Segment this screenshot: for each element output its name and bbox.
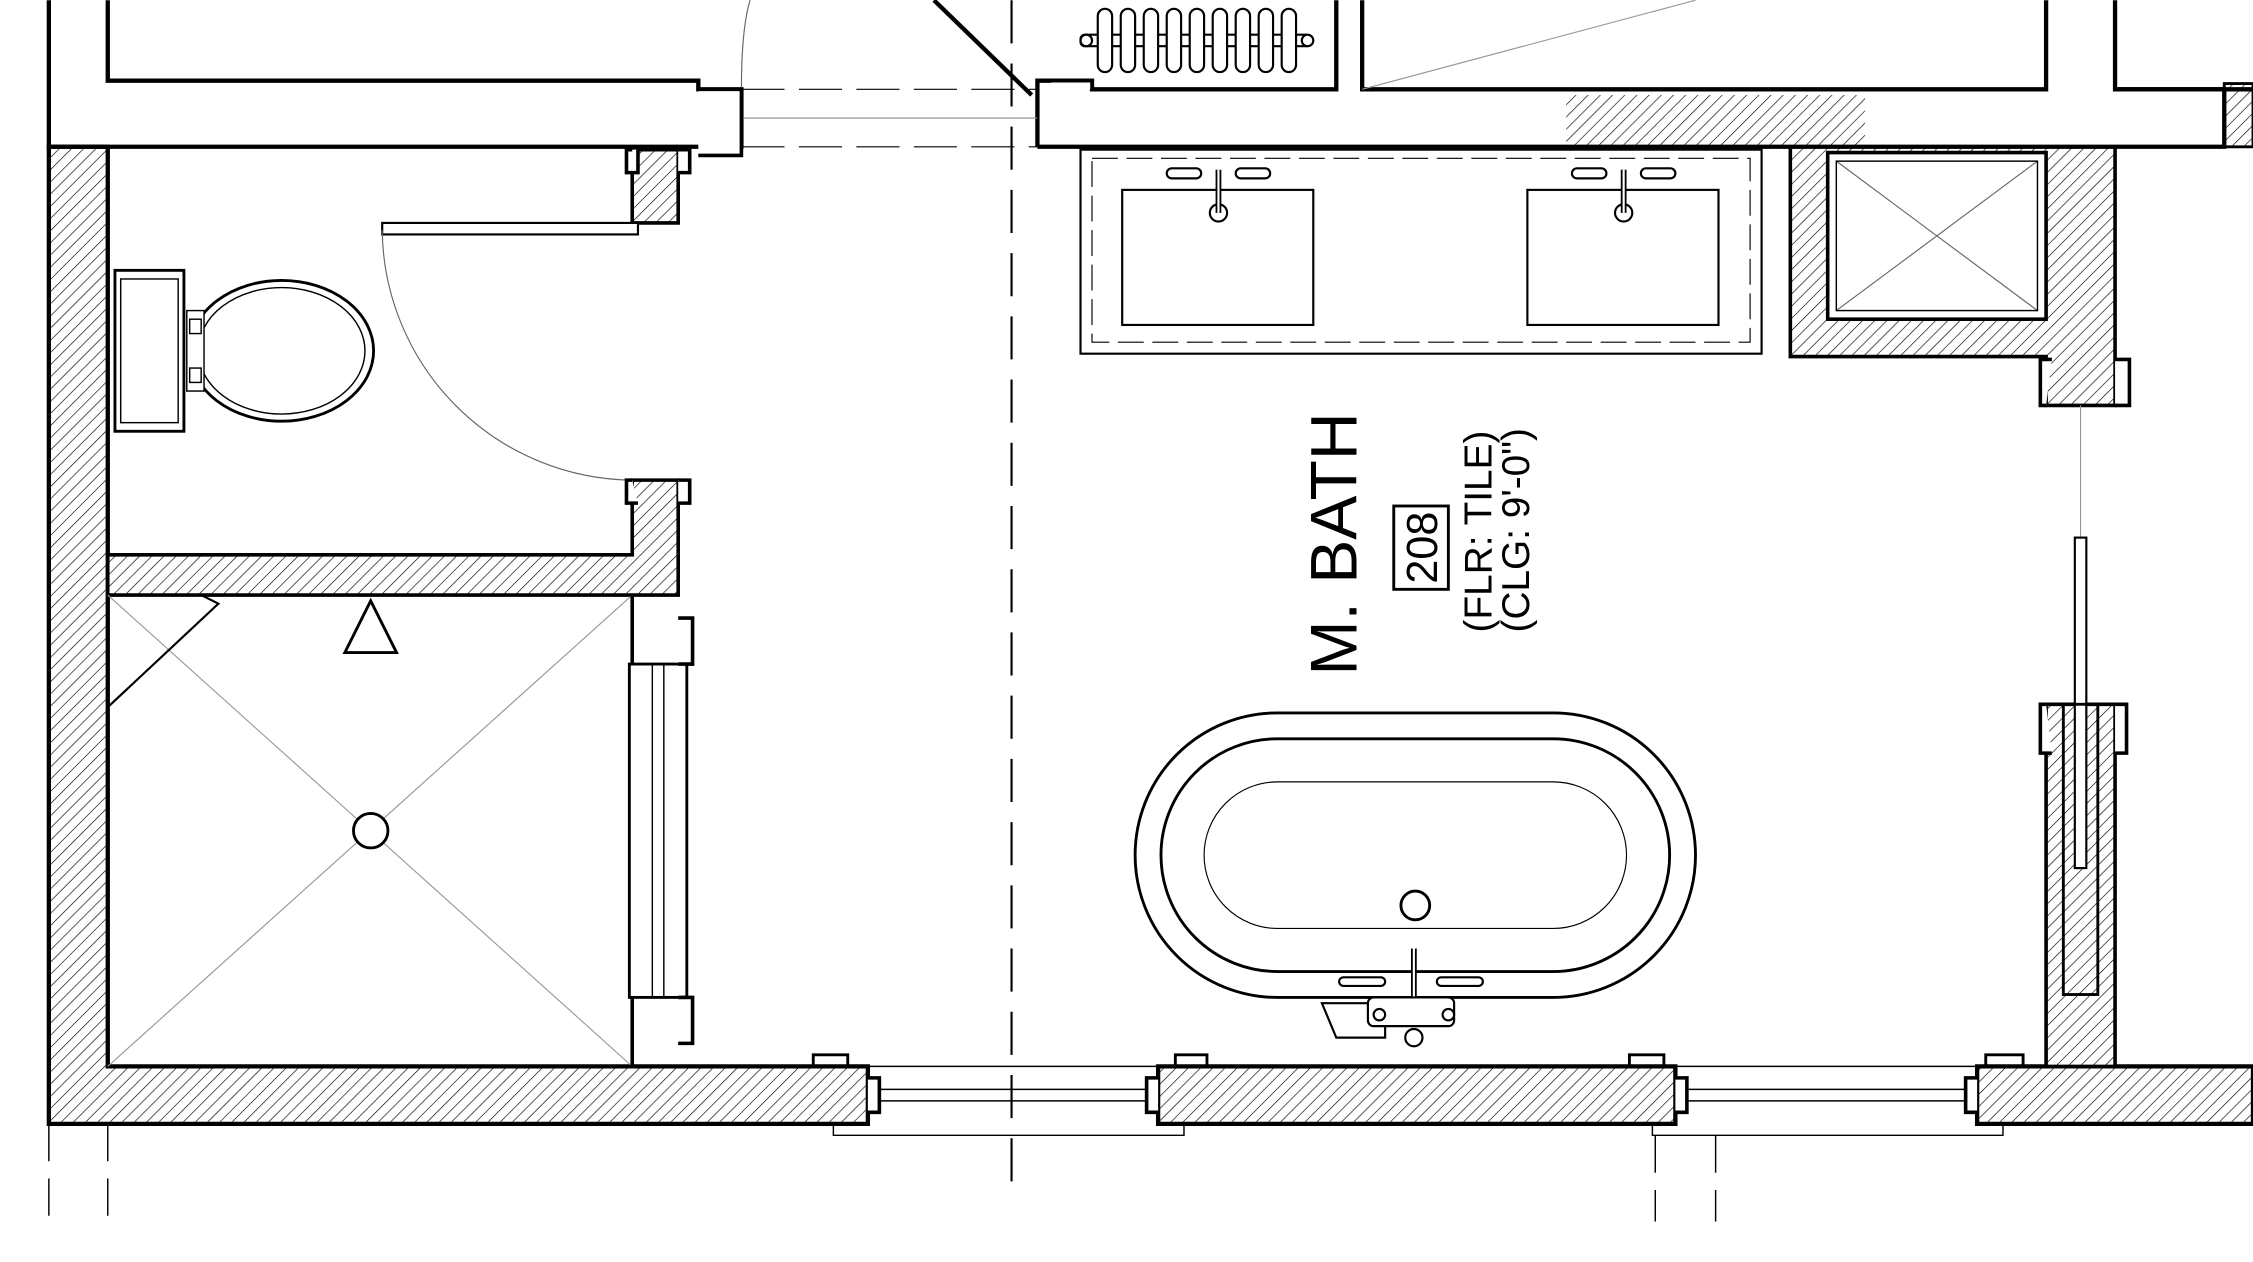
shower-drain-icon — [352, 812, 390, 850]
extension-lines — [48, 1123, 1717, 1222]
upper-room-line — [1361, 0, 1696, 90]
room-number: 208 — [1399, 512, 1447, 584]
right-door — [2061, 405, 2100, 996]
floor-finish: (FLR: TILE) — [1457, 431, 1500, 633]
sink-left — [1121, 167, 1315, 327]
sink-right — [1526, 167, 1720, 327]
closet — [1826, 151, 2048, 321]
room-label: M. BATH 208 (FLR: TILE) (CLG: 9'-0") — [1297, 412, 1537, 675]
bathtub — [1133, 711, 1697, 999]
toilet-door — [381, 221, 640, 481]
door-opening-lines — [741, 88, 1038, 148]
jamb-details — [624, 78, 2132, 1046]
tub-filler-icon — [1320, 948, 1484, 1048]
tub-drain-icon — [1399, 889, 1432, 922]
ceiling-height: (CLG: 9'-0") — [1495, 428, 1538, 632]
window-right — [1627, 1053, 2025, 1137]
room-name: M. BATH — [1297, 412, 1371, 675]
radiator — [1079, 7, 1315, 74]
entry-door — [740, 0, 1034, 97]
triangle-marker-icon — [342, 597, 399, 654]
toilet — [113, 268, 376, 433]
shower — [107, 594, 689, 1067]
room-number-box — [1392, 504, 1450, 591]
window-left — [811, 1053, 1209, 1137]
